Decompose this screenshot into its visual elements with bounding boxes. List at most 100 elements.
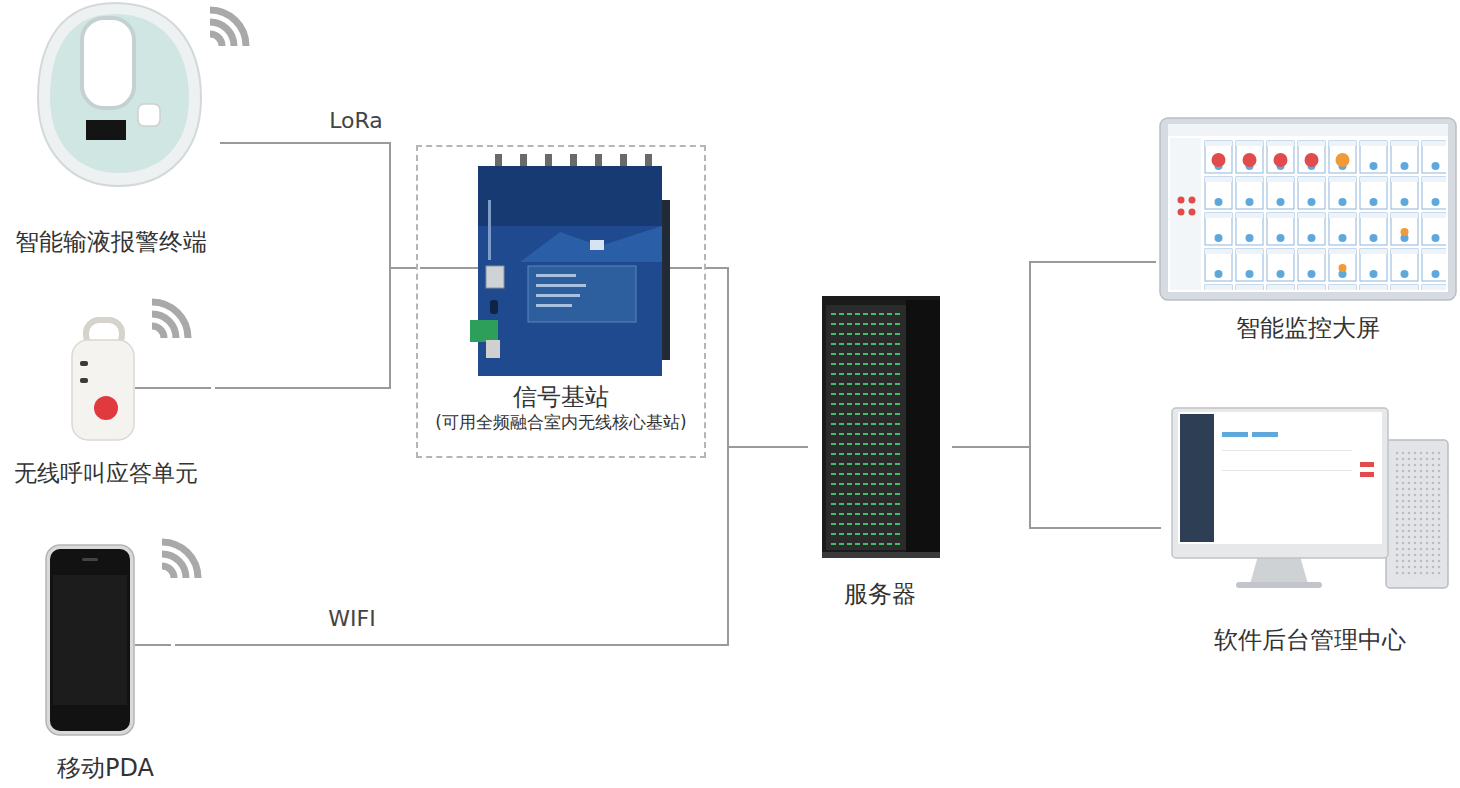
base-station — [470, 154, 670, 376]
monitor-screen-part — [1178, 209, 1185, 216]
infusion-terminal — [38, 3, 201, 186]
wifi-icon-part — [210, 34, 222, 46]
edge-label: WIFI — [324, 606, 379, 632]
monitor-screen-part — [1212, 153, 1226, 167]
monitor-screen-part — [1189, 197, 1196, 204]
base-station-part — [645, 154, 652, 168]
server-rack-part — [830, 310, 902, 545]
desktop-pc-part — [1222, 470, 1352, 471]
desktop-pc-part — [1360, 462, 1374, 467]
edge-label: LoRa — [325, 108, 387, 134]
node-label: 移动PDA — [36, 754, 175, 783]
monitor-screen-part — [1243, 153, 1257, 167]
base-station-part — [570, 154, 577, 168]
monitor-screen-part — [1339, 264, 1347, 272]
server-rack-part — [822, 296, 940, 558]
wire-stub-part — [670, 267, 702, 269]
pda-device-part — [53, 575, 127, 705]
desktop-pc — [1172, 408, 1448, 588]
desktop-pc-part — [1360, 472, 1374, 477]
node-sublabel: (可用全频融合室内无线核心基站) — [418, 412, 704, 432]
base-station-part — [536, 274, 576, 277]
desktop-pc-part — [1250, 556, 1308, 584]
monitor-screen-part — [1168, 124, 1448, 292]
wifi-icon-part — [210, 10, 246, 46]
wifi-icon-part — [152, 326, 164, 338]
wifi-icon-part — [162, 566, 174, 578]
connector-line — [175, 447, 808, 645]
connector-line — [952, 447, 1161, 528]
base-station-part — [486, 340, 500, 358]
node-label: 软件后台管理中心 — [1161, 626, 1459, 655]
base-station-part — [478, 166, 662, 226]
call-unit-part — [80, 361, 88, 366]
wifi-icon-part — [162, 554, 186, 578]
infusion-terminal-part — [38, 3, 201, 186]
desktop-pc-part — [1394, 450, 1442, 578]
wifi-icon-part — [152, 314, 176, 338]
server-rack-part — [906, 300, 940, 558]
server-rack — [822, 296, 940, 558]
node-label: 智能监控大屏 — [1156, 314, 1460, 343]
desktop-pc-part — [1180, 414, 1214, 542]
monitor-screen-part — [1204, 140, 1446, 290]
monitor-screen-part — [1274, 153, 1288, 167]
node-label: 信号基站 — [418, 383, 704, 412]
monitor-screen-part — [1178, 197, 1185, 204]
group-box: 信号基站(可用全频融合室内无线核心基站) — [416, 145, 706, 458]
pda-device-part — [82, 558, 98, 561]
base-station-part — [495, 154, 502, 168]
node-label: 智能输液报警终端 — [2, 228, 220, 257]
monitor-screen-part — [1160, 118, 1456, 300]
base-station-part — [620, 154, 627, 168]
connector-line — [706, 268, 808, 447]
server-rack-part — [822, 552, 940, 558]
base-station-part — [528, 266, 636, 322]
call-unit-part — [80, 378, 88, 383]
desktop-pc-part — [1222, 432, 1248, 437]
node-label: 服务器 — [808, 580, 952, 609]
base-station-part — [536, 294, 580, 297]
device-node: 智能监控大屏 — [1156, 112, 1460, 343]
monitor-screen-part — [1336, 153, 1350, 167]
device-node: 软件后台管理中心 — [1161, 400, 1459, 655]
server-rack-part — [826, 305, 906, 550]
desktop-pc-part — [1386, 440, 1448, 588]
base-station-part — [478, 166, 662, 376]
infusion-terminal-part — [138, 104, 160, 126]
base-station-part — [595, 154, 602, 168]
monitor-screen-part — [1170, 138, 1201, 290]
infusion-terminal-part — [50, 14, 189, 173]
call-unit — [72, 320, 134, 440]
connector-line — [220, 143, 416, 268]
wifi-icon-part — [152, 302, 188, 338]
monitor-screen-part — [1168, 124, 1448, 136]
device-node: 无线呼叫应答单元 — [0, 300, 215, 488]
device-node: 智能输液报警终端 — [2, 0, 220, 257]
desktop-pc-part — [1222, 450, 1352, 451]
connector-line — [215, 268, 416, 388]
base-station-part — [520, 226, 662, 262]
pda-device-part — [46, 545, 134, 735]
base-station-part — [545, 154, 552, 168]
connector-line — [952, 262, 1156, 447]
device-node: 移动PDA — [36, 540, 175, 783]
call-unit-part — [94, 396, 118, 420]
base-station-part — [590, 240, 604, 250]
desktop-pc-part — [1172, 408, 1388, 558]
monitor-screen-part — [1305, 153, 1319, 167]
desktop-pc-part — [1252, 432, 1278, 437]
monitor-screen-part — [1401, 228, 1409, 236]
monitor-screen-part — [1189, 209, 1196, 216]
desktop-pc-part — [1178, 412, 1382, 544]
base-station-part — [490, 300, 498, 314]
desktop-pc-part — [1236, 582, 1322, 588]
node-label: 无线呼叫应答单元 — [0, 460, 215, 488]
wire-stub-part — [420, 267, 478, 269]
infusion-terminal-part — [82, 18, 134, 108]
base-station-part — [486, 266, 504, 288]
wire-stub-part — [135, 387, 211, 389]
